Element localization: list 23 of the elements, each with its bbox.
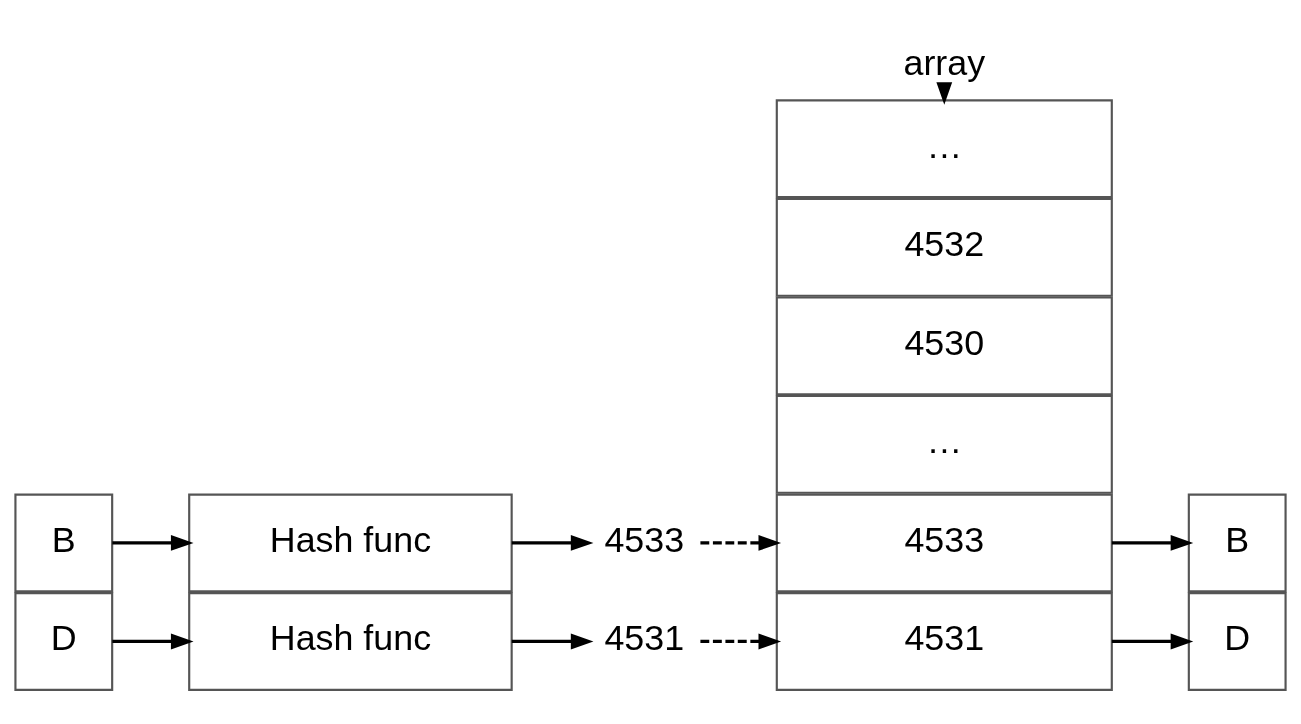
arrow — [936, 82, 953, 105]
node-box: Hash func — [188, 592, 513, 691]
node-box: B — [1187, 493, 1287, 593]
arrow — [112, 633, 194, 650]
arrow — [112, 535, 194, 551]
node-box: 4532 — [775, 197, 1113, 297]
node-box: Hash func — [188, 493, 513, 593]
node-box: 4530 — [775, 296, 1113, 396]
node-box: 4533 — [775, 493, 1113, 593]
node-box: B — [14, 493, 114, 593]
node-box: 4531 — [775, 592, 1113, 691]
arrow — [511, 633, 594, 650]
arrow — [1111, 535, 1194, 551]
arrow — [700, 535, 782, 551]
node-text: array — [903, 43, 986, 84]
arrow — [511, 535, 594, 551]
node-box: … — [775, 394, 1113, 494]
arrow — [1111, 633, 1194, 650]
node-box: D — [1187, 592, 1287, 691]
node-text: 4531 — [604, 618, 685, 659]
arrow — [700, 633, 782, 650]
node-box: D — [14, 592, 114, 691]
node-text: 4533 — [604, 519, 685, 560]
